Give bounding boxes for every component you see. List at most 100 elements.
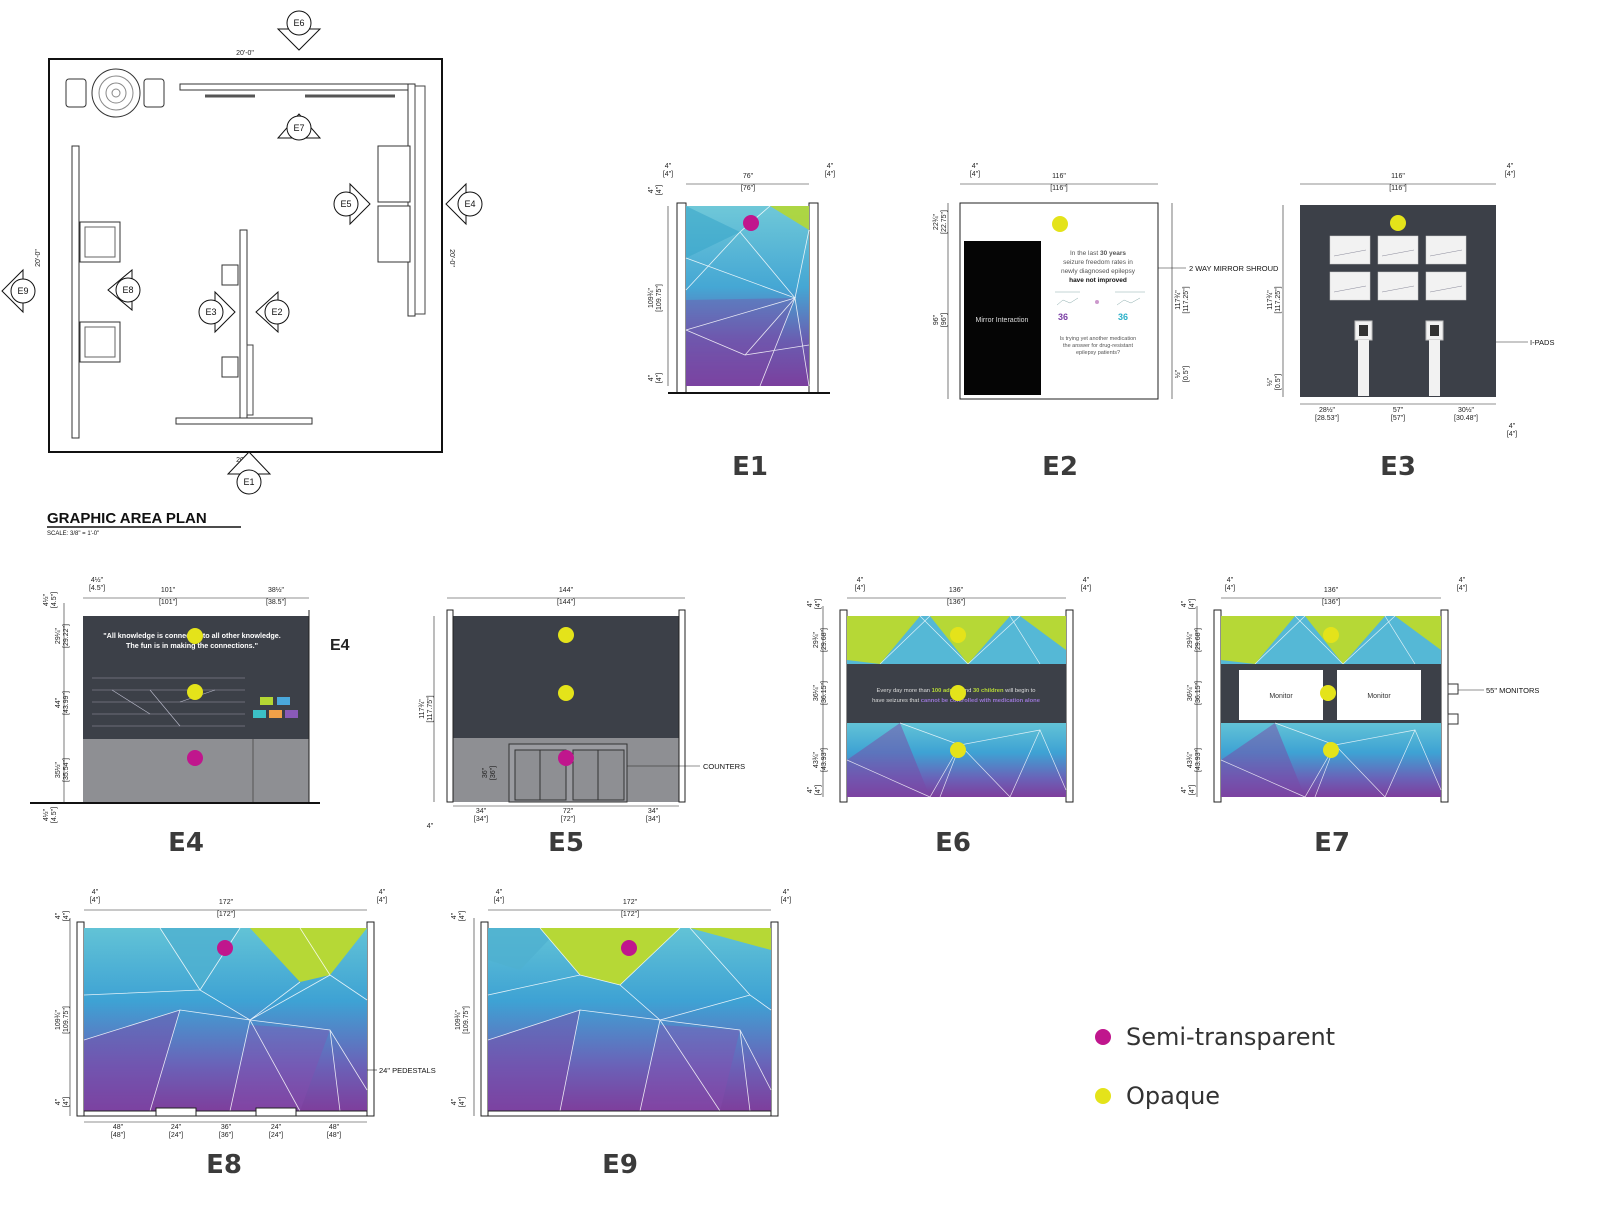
e5-note-counters: COUNTERS: [703, 762, 745, 771]
e6-graphic-bottom: [846, 722, 1067, 798]
e6-dim-right-side-m: [4"]: [1081, 585, 1091, 592]
e5-dim-height-m: [117.75"]: [427, 695, 434, 722]
e5-dim-seg1-m: [34"]: [474, 816, 488, 823]
e1-dim-bottom-m: [4"]: [656, 373, 663, 383]
e3-ipad-stand-2: [1425, 320, 1444, 396]
plan-marker-e4[interactable]: E4: [445, 182, 483, 226]
e4-dim-h2: 44": [55, 697, 62, 708]
e6-dim-top-m: [4"]: [815, 599, 822, 609]
e3-panel: [1300, 205, 1496, 397]
svg-text:E3: E3: [205, 307, 216, 317]
e4-side-label: E4: [330, 637, 350, 654]
plan-counter-lower: [377, 205, 411, 263]
e2-dim-bottom-m: [0.5"]: [1183, 366, 1190, 382]
e4-dim-right: 38½": [268, 586, 285, 594]
e2-dim-top: 22¾": [933, 213, 940, 230]
e7-monitor-1: [1239, 670, 1323, 720]
e8-note-pedestals: 24" PEDESTALS: [379, 1066, 436, 1075]
e5-dim-counter-h: 36": [482, 767, 489, 778]
e2-dim-height-m: [117.25"]: [1183, 286, 1190, 313]
e8-dim-top: 4": [55, 912, 62, 919]
e3-dim-seg2-m: [57"]: [1391, 415, 1405, 422]
e3-dim-seg2: 57": [1393, 407, 1404, 414]
e1-dim-width-m: [76"]: [741, 185, 755, 192]
e2-dim-left-side: 4": [972, 163, 979, 170]
e4-dim-right-m: [38.5"]: [266, 599, 286, 606]
e4-grey-base: [83, 739, 309, 803]
e7-dim-top-m: [4"]: [1189, 599, 1196, 609]
e7-dim-bottom-m: [4"]: [1189, 785, 1196, 795]
e2-text-1: In the last 30 years: [1070, 250, 1126, 257]
e3-dim-height-m: [117.25"]: [1275, 286, 1282, 313]
e6-band-line-2: have seizures that cannot be controlled …: [872, 698, 1041, 704]
e6-dim-h1: 29¾": [813, 631, 820, 648]
plan-marker-e9[interactable]: E9: [1, 268, 36, 314]
e6-dim-left-side-m: [4"]: [855, 585, 865, 592]
e1-dim-height: 109¾": [648, 287, 655, 308]
e6-graphic-top: [847, 615, 1066, 665]
e3-opaque-dot: [1390, 215, 1406, 231]
e9-dim-top-m: [4"]: [459, 911, 466, 921]
e9-dim-right-side: 4": [783, 889, 790, 896]
plan-marker-e5[interactable]: E5: [333, 182, 371, 226]
e7-monitor-1-text: Monitor: [1269, 693, 1293, 700]
e9-label: E9: [602, 1150, 638, 1180]
e1-dim-right-side-m: [4"]: [825, 171, 835, 178]
e8-dim-width: 172": [219, 899, 234, 906]
e4-info-table: [92, 677, 245, 727]
plan-marker-e8[interactable]: E8: [107, 268, 141, 312]
svg-text:E8: E8: [122, 285, 133, 295]
e4-dim-h3-m: [35.54"]: [63, 758, 70, 782]
e2-stat-a: 36: [1058, 312, 1068, 322]
e3-dim-seg1: 28½": [1319, 406, 1336, 414]
elevation-e7: Monitor Monitor 55" MONITORS 4" [4"] 4" …: [1181, 577, 1539, 858]
e1-dim-right-side: 4": [827, 163, 834, 170]
plan-marker-e6[interactable]: E6: [276, 10, 322, 51]
plan-marker-e3[interactable]: E3: [198, 290, 236, 334]
plan-marker-e2[interactable]: E2: [255, 290, 290, 334]
e7-dim-top: 4": [1181, 600, 1188, 607]
elevation-e2: Mirror Interaction In the last 30 years …: [933, 163, 1279, 482]
e2-dim-mid-m: [96"]: [941, 313, 948, 327]
e8-dim-seg4: 24": [271, 1124, 282, 1131]
e2-dim-left-side-m: [4"]: [970, 171, 980, 178]
e6-label: E6: [935, 828, 971, 858]
e8-dim-seg4-m: [24"]: [269, 1132, 283, 1139]
e3-dim-bottom: ½": [1266, 377, 1274, 386]
e5-opaque-dot-2: [558, 685, 574, 701]
e9-dim-width: 172": [623, 899, 638, 906]
e2-dim-width-m: [116"]: [1050, 185, 1068, 192]
e5-dim-height: 117¾": [419, 699, 426, 719]
e2-question-1: Is trying yet another medication: [1060, 336, 1136, 342]
svg-text:E2: E2: [271, 307, 282, 317]
e3-ipad-stand-1: [1354, 320, 1373, 396]
e8-dim-right-side: 4": [379, 889, 386, 896]
e4-dim-width-m: [101"]: [159, 599, 177, 606]
plan-counter-upper: [377, 145, 411, 203]
e1-dim-bottom: 4": [648, 374, 655, 381]
legend-swatch-semi-transparent: [1095, 1029, 1111, 1045]
e4-color-tiles: [253, 697, 298, 718]
e7-dim-h3: 43¾": [1187, 751, 1194, 768]
e6-dim-h1-m: [29.68"]: [821, 628, 828, 652]
e4-opaque-dot-1: [187, 628, 203, 644]
e8-dim-height-m: [109.75"]: [63, 1006, 70, 1034]
legend-label-semi-transparent: Semi-transparent: [1126, 1023, 1335, 1051]
e5-dim-seg2: 72": [563, 808, 574, 815]
e4-dim-bottom-m: [4.5"]: [51, 807, 58, 823]
elevation-e5: COUNTERS 144" [144"] 117¾" [117.75"] 36"…: [419, 587, 745, 858]
e6-opaque-dot-1: [950, 627, 966, 643]
plan-marker-e1[interactable]: E1: [226, 451, 272, 495]
legend-swatch-opaque: [1095, 1088, 1111, 1104]
e1-dim-top: 4": [648, 186, 655, 193]
svg-text:E5: E5: [340, 199, 351, 209]
e2-dim-mid: 96": [933, 314, 940, 325]
e1-label: E1: [732, 452, 768, 482]
svg-text:E4: E4: [464, 199, 475, 209]
e6-dim-right-side: 4": [1083, 577, 1090, 584]
e7-dim-h3-m: [43.93"]: [1195, 748, 1202, 772]
e6-band-line-1: Every day more than 100 adults and 30 ch…: [877, 688, 1036, 694]
e8-dim-seg3-m: [36"]: [219, 1132, 233, 1139]
plan-marker-e7[interactable]: E7: [276, 113, 322, 141]
e8-dim-seg1-m: [48"]: [111, 1132, 125, 1139]
